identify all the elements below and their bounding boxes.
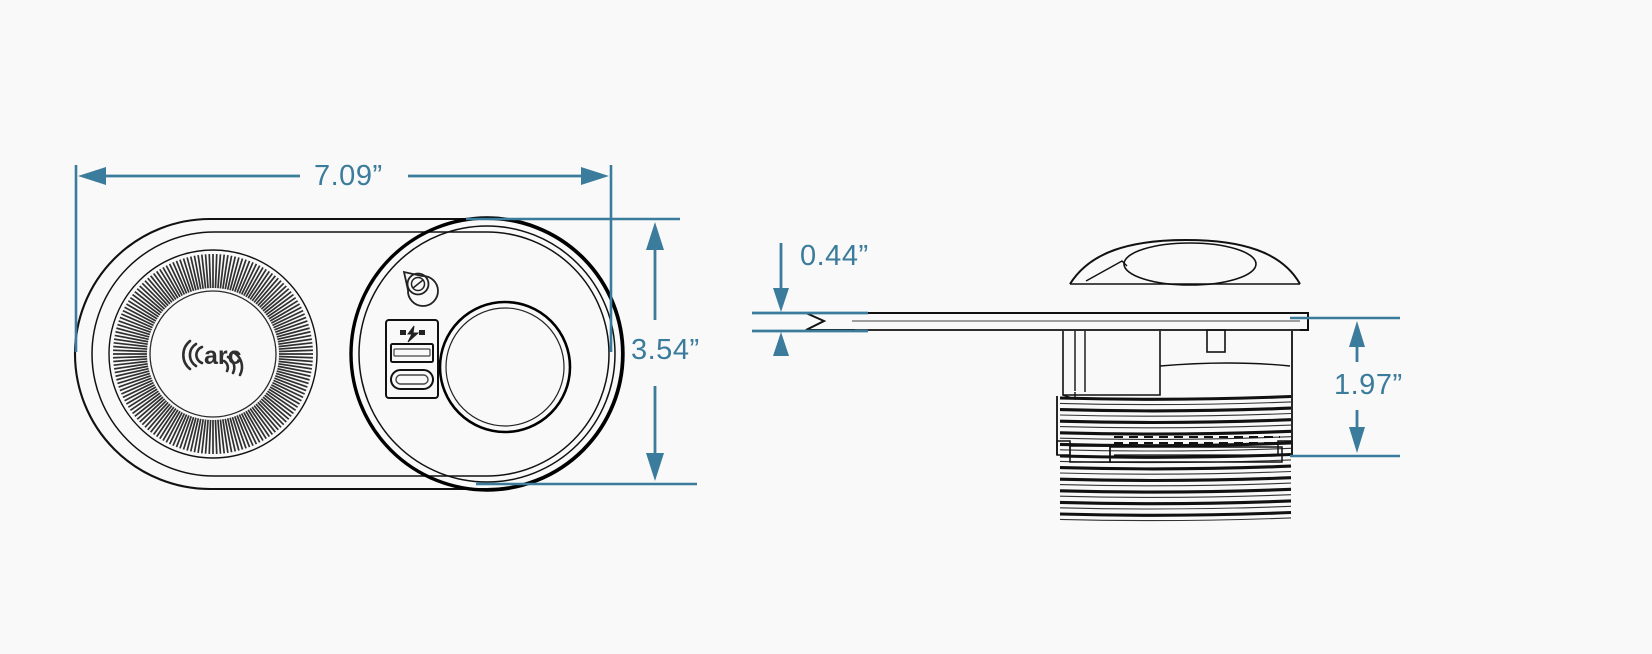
usb-port-bezel	[385, 319, 439, 399]
top-view-geometry: arc	[73, 216, 625, 492]
thread-root	[1059, 470, 1292, 475]
flange-arrow-bottom	[773, 332, 789, 356]
height-arrow-bottom	[1349, 427, 1365, 453]
dimension-flange-thickness	[752, 243, 868, 356]
base-left-block	[1069, 445, 1111, 463]
inner-lip-outline	[91, 231, 610, 477]
internal-block	[1206, 329, 1226, 353]
dimension-label-depth: 3.54”	[631, 334, 700, 366]
thread-crest	[1059, 487, 1292, 494]
thread-crest	[1059, 499, 1292, 506]
usb-a-port[interactable]	[390, 343, 434, 363]
flange-arrow-top	[773, 288, 789, 312]
thread-root	[1059, 517, 1292, 522]
thread-root	[1059, 482, 1292, 487]
thread-root	[1059, 447, 1292, 452]
thread-root	[1059, 436, 1292, 440]
dome-facet-line	[1085, 260, 1128, 282]
dimension-label-width: 7.09”	[314, 160, 383, 192]
brand-logo: arc	[182, 339, 244, 377]
thread-crest	[1059, 394, 1292, 401]
depth-arrow-bottom	[646, 453, 664, 481]
internal-band	[1159, 362, 1291, 367]
dimension-width	[74, 165, 613, 352]
thread-root	[1059, 424, 1292, 429]
depth-arrow-top	[646, 222, 664, 250]
brand-wordmark: arc	[204, 342, 242, 370]
flange-left-taper	[805, 312, 860, 331]
thread-crest	[1059, 441, 1292, 448]
side-view-geometry	[805, 238, 1309, 522]
thread-crest	[1059, 418, 1292, 425]
charging-bolt-icon	[400, 325, 425, 343]
flange-right-cap	[1300, 312, 1309, 331]
speaker-inner-circle	[149, 290, 277, 418]
thread-crest	[1059, 464, 1292, 471]
dome-top-outline	[1069, 238, 1301, 285]
dimension-label-body-height: 1.97”	[1334, 369, 1403, 401]
base-hidden-lines	[1114, 436, 1280, 444]
thread-crest	[1059, 510, 1292, 517]
thread-crest	[1059, 406, 1292, 413]
charging-module-inner-ring	[358, 225, 616, 483]
usb-c-port[interactable]	[390, 369, 434, 390]
height-arrow-top	[1349, 321, 1365, 347]
width-arrow-right	[581, 167, 609, 185]
width-arrow-left	[78, 167, 106, 185]
thread-root	[1059, 494, 1292, 498]
barrel-collar	[1062, 331, 1161, 396]
thread-crest	[1059, 476, 1292, 483]
thread-root	[1059, 505, 1292, 510]
wireless-charging-pad[interactable]	[438, 300, 572, 434]
power-indicator-icon[interactable]	[402, 270, 439, 307]
wireless-charging-pad-inner	[445, 307, 565, 427]
thread-root	[1059, 401, 1292, 406]
speaker-grille-ring	[113, 254, 313, 454]
dimension-label-flange-thickness: 0.44”	[800, 240, 869, 272]
speaker-outer-ring	[108, 249, 318, 459]
dimension-depth	[466, 217, 697, 486]
usb-port-block	[385, 319, 439, 399]
thread-crest	[1059, 429, 1292, 436]
dimension-body-height	[1290, 316, 1400, 458]
threaded-barrel	[1059, 394, 1292, 522]
thread-root	[1059, 412, 1292, 417]
outer-shell-outline	[73, 217, 624, 491]
dome-lid-ellipse	[1123, 242, 1257, 286]
